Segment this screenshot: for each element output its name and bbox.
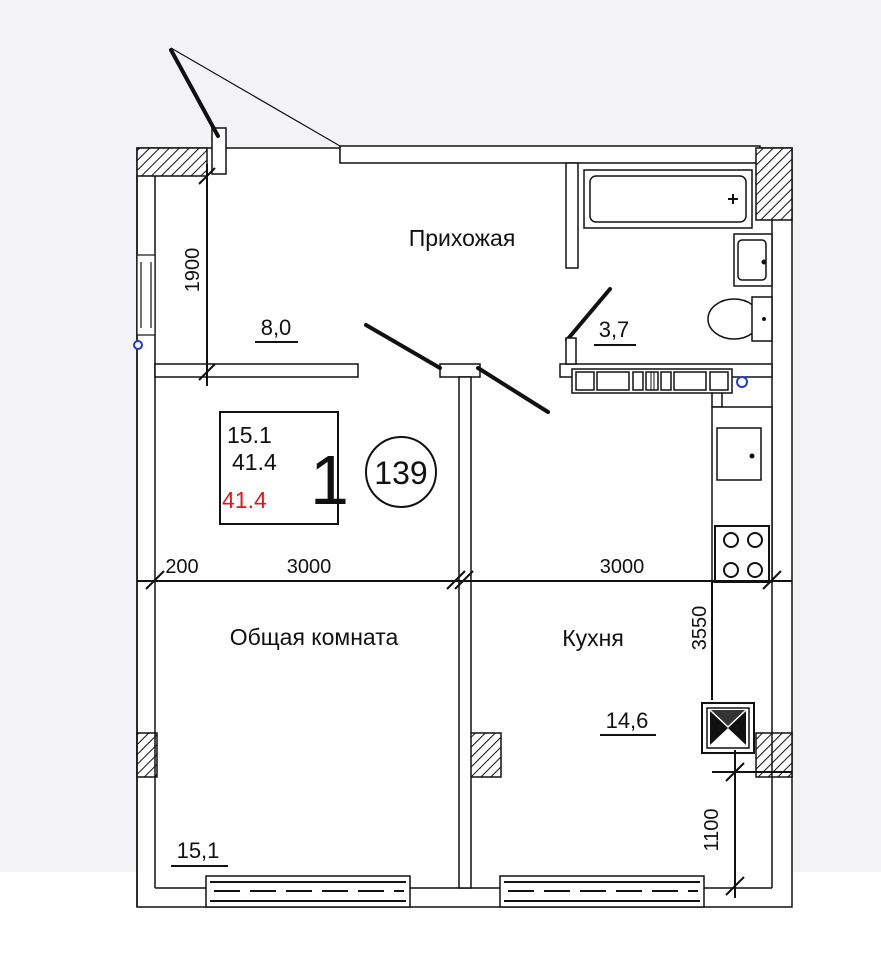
- vent-duct: [571, 368, 733, 394]
- stove: [714, 525, 770, 583]
- entry-door-jamb: [211, 127, 227, 175]
- riser-left: [133, 340, 143, 350]
- kitchen-sink-drain: [749, 453, 755, 459]
- bathtub: [583, 169, 753, 229]
- column-top-right: [755, 147, 793, 221]
- bathroom-sink: [733, 233, 773, 287]
- doors: [169, 48, 612, 414]
- dimension-lines: [137, 164, 792, 898]
- column-left-mid: [136, 732, 158, 778]
- dim-kitchen-width: 3000: [600, 556, 645, 578]
- bathroom-area: 3,7: [599, 317, 630, 342]
- living-area: 15,1: [177, 838, 220, 863]
- hallway-area: 8,0: [261, 315, 292, 340]
- hallway-name: Прихожая: [409, 225, 516, 251]
- vent-ticks: [650, 372, 655, 390]
- living-area-value: 15.1: [227, 422, 272, 448]
- rooms-count: 1: [310, 441, 349, 519]
- kitchen-area: 14,6: [606, 708, 649, 733]
- dim-window-offset: 1100: [701, 808, 723, 851]
- total-area-value: 41.4: [232, 449, 277, 475]
- living-name: Общая комната: [230, 624, 399, 650]
- balcony-wall: [339, 145, 761, 164]
- riser-right: [736, 376, 748, 388]
- kitchen-name: Кухня: [562, 625, 624, 651]
- summary-box: [219, 411, 339, 525]
- bathtub-drain: [728, 194, 738, 204]
- dim-living-width: 3000: [287, 556, 332, 578]
- door-stops: [565, 337, 577, 365]
- boiler: [701, 702, 755, 754]
- dim-wall-offset: 200: [165, 556, 198, 578]
- toilet-mark: [762, 317, 766, 321]
- total-area-red-value: 41.4: [222, 487, 267, 513]
- kitchen-sink: [716, 427, 762, 481]
- balcony-outline: [170, 47, 341, 163]
- dimension-ticks: [145, 167, 782, 896]
- dim-hall-depth: 1900: [182, 248, 204, 293]
- dim-kitchen-depth: 3550: [689, 606, 711, 651]
- column-right-mid: [755, 732, 793, 778]
- left-window: [136, 254, 156, 336]
- window-sash-lines: [210, 881, 700, 902]
- apartment-number: 139: [374, 455, 427, 491]
- bathroom-sink-drain: [761, 259, 767, 265]
- apartment-number-circle: [365, 436, 437, 508]
- column-top-left: [136, 147, 208, 177]
